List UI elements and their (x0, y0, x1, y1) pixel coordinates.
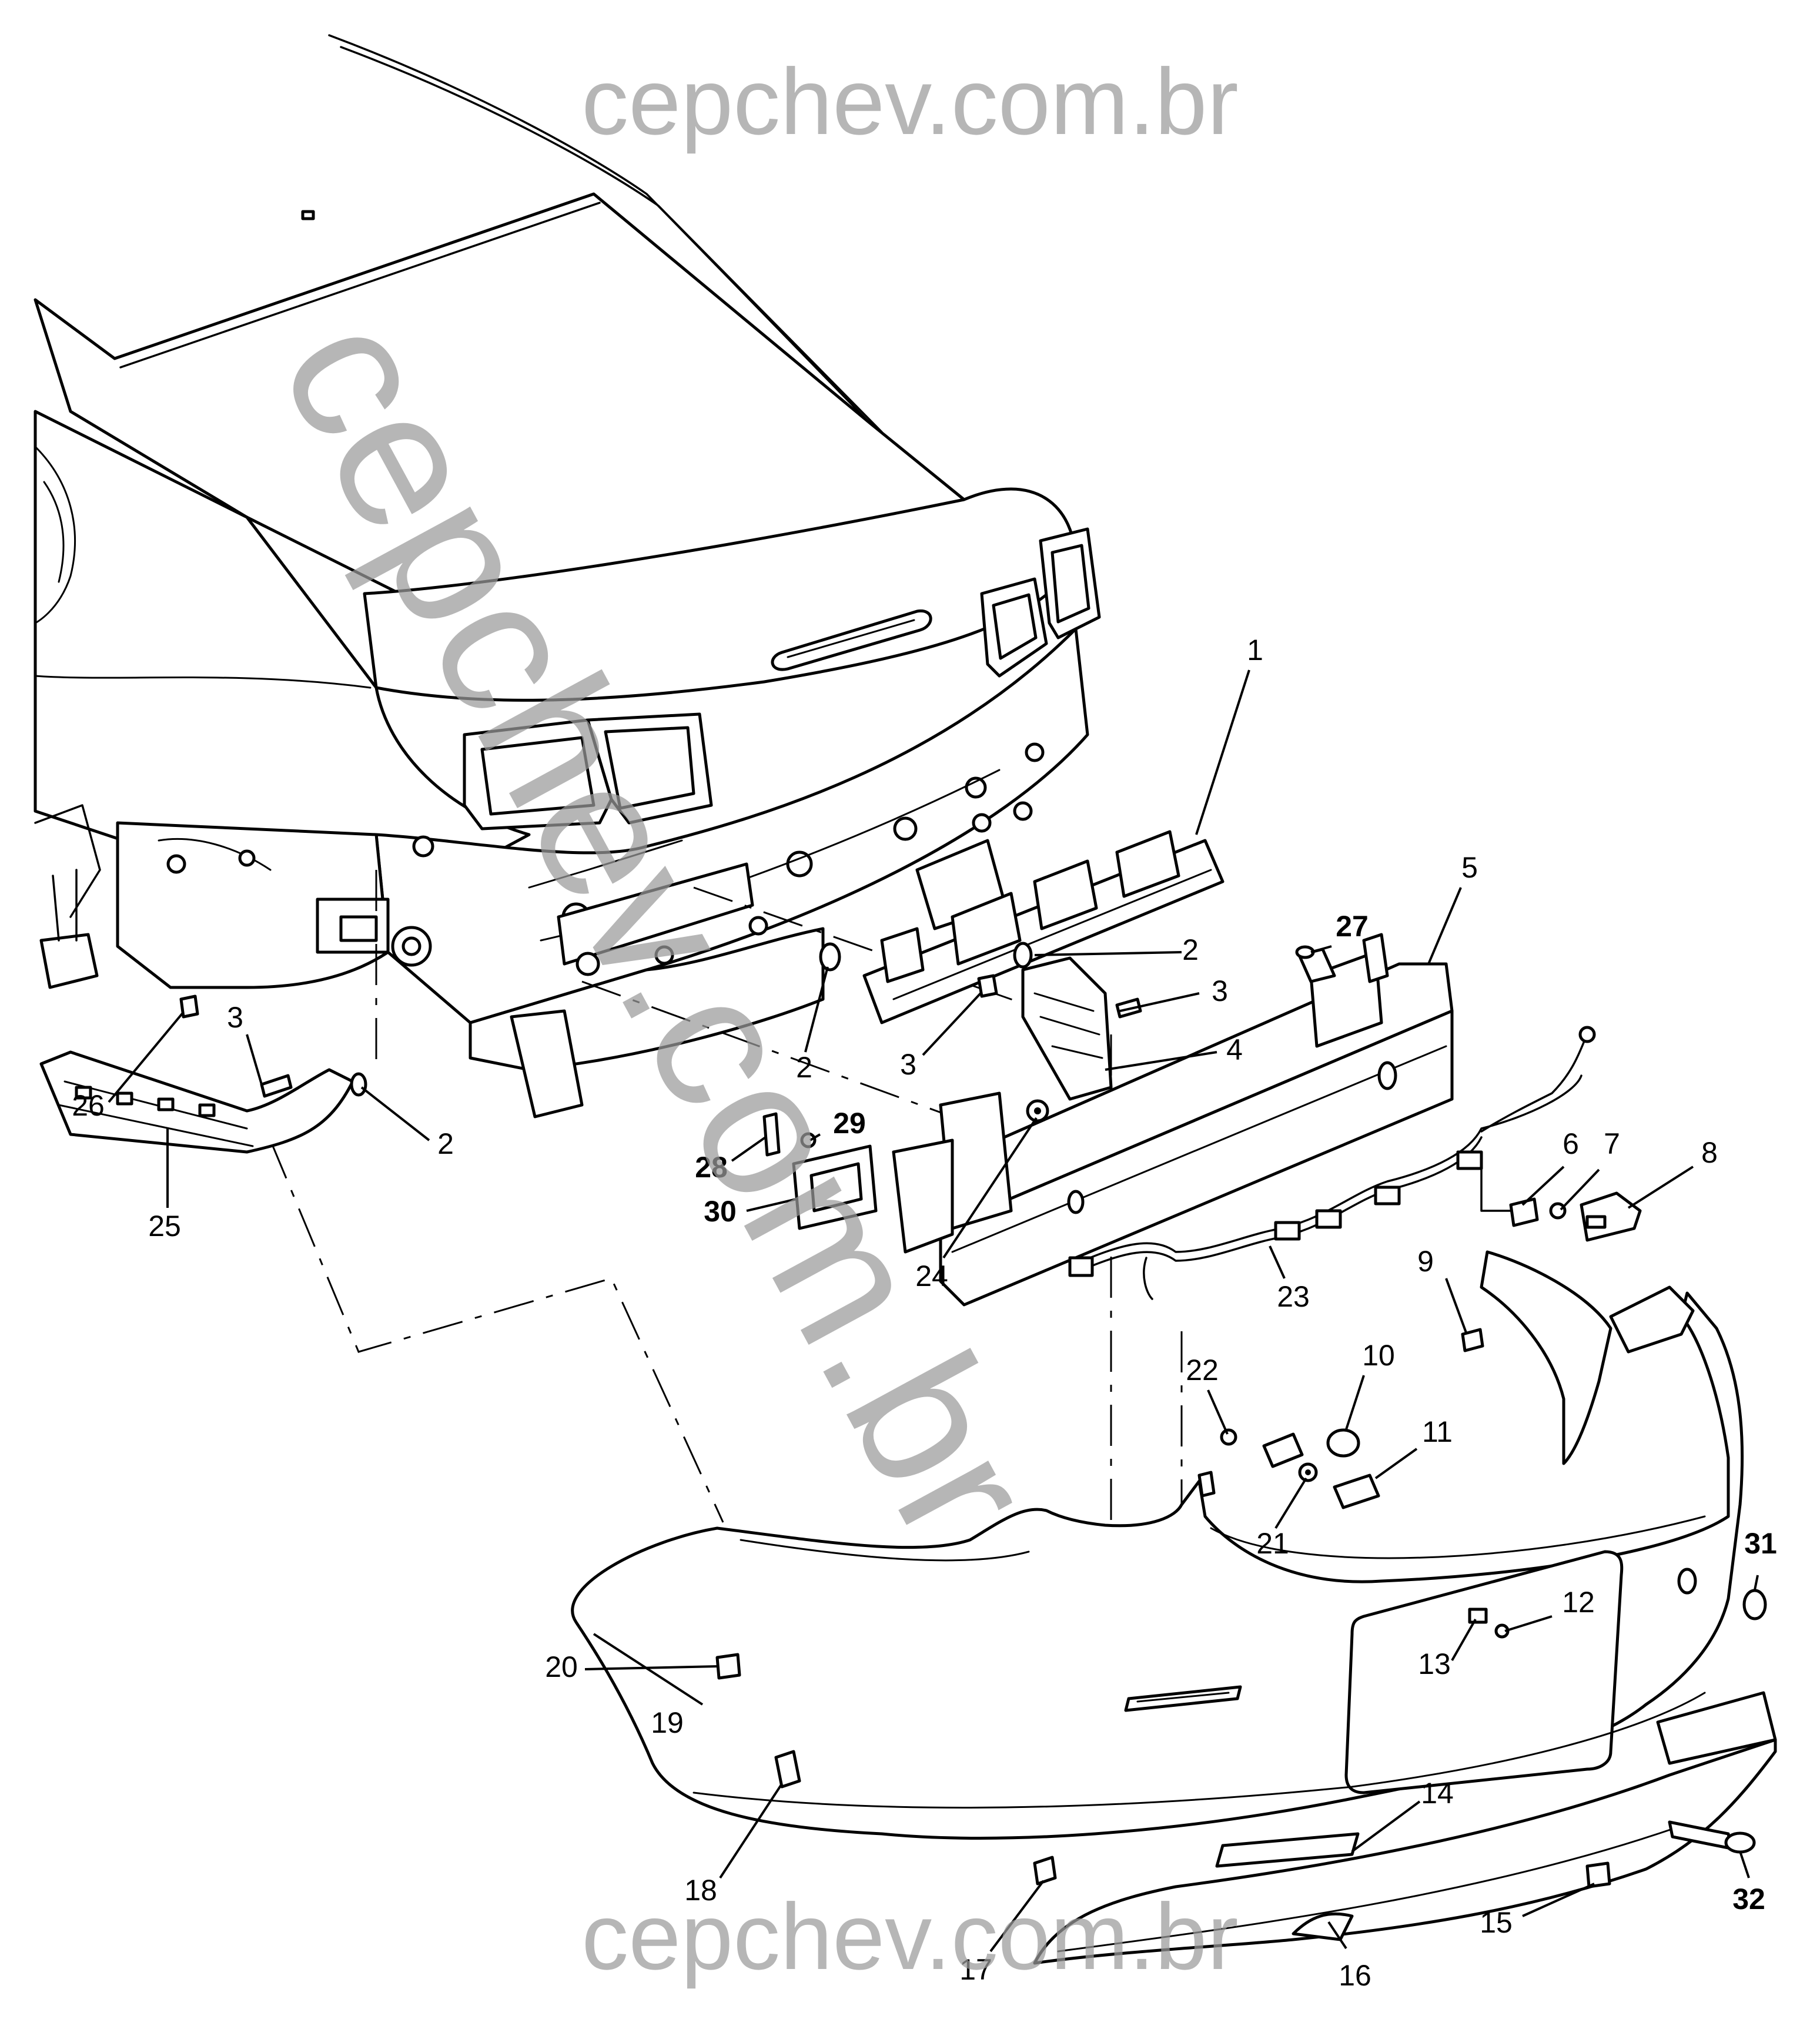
rear-body-panel (374, 627, 1089, 1024)
part-8-license-lamp (1580, 1191, 1642, 1242)
callout-2: 2 (796, 1051, 812, 1084)
part-23-wiring-harness (1068, 1026, 1596, 1300)
fastener-26 (179, 994, 199, 1019)
tail-lamp-right (980, 527, 1101, 678)
part-21-nut (1298, 1462, 1318, 1482)
part-28-clip (762, 1112, 781, 1157)
part-6-sensor (1480, 1168, 1539, 1227)
callout-21: 21 (1256, 1527, 1289, 1560)
part-15-bolt (1585, 1861, 1611, 1888)
callout-26: 26 (72, 1089, 105, 1122)
part-4-bumper-bracket (1021, 956, 1113, 1101)
part-7-retainer (1549, 1202, 1567, 1220)
fastener-9 (1461, 1328, 1484, 1352)
callout-7: 7 (1604, 1127, 1620, 1160)
callout-leaders (108, 669, 1759, 1953)
high-mount-stop-lamp (771, 609, 932, 671)
glass-divider (113, 193, 601, 369)
callout-25: 25 (148, 1210, 181, 1243)
crossmember-bracket-left (510, 1009, 584, 1119)
part-27-pin (1295, 945, 1336, 983)
watermark-top: cepchev.com.br (581, 49, 1239, 154)
part-22-nut (1220, 1428, 1304, 1468)
callout-2: 2 (1182, 933, 1199, 966)
callout-24: 24 (915, 1260, 948, 1292)
part-11-sensor-bracket (1333, 1474, 1380, 1509)
part-19-bumper-fascia (571, 1250, 1744, 1840)
part-18-bolt (774, 1750, 801, 1789)
callout-12: 12 (1562, 1586, 1595, 1619)
tail-lamp-left (463, 712, 713, 831)
callout-29: 29 (833, 1107, 866, 1140)
roof-edge (328, 34, 871, 424)
part-29-nut (800, 1132, 817, 1148)
antenna-mark (301, 210, 315, 220)
callout-20: 20 (545, 1650, 578, 1683)
vehicle-rear-body (34, 34, 1101, 1119)
callout-19: 19 (651, 1706, 684, 1739)
callout-17: 17 (959, 1953, 992, 1986)
watermark-bottom: cepchev.com.br (581, 1884, 1239, 1989)
fastener-nut-24 (1026, 1099, 1049, 1123)
callout-13: 13 (1418, 1647, 1451, 1680)
callout-22: 22 (1186, 1354, 1219, 1387)
callout-1: 1 (1247, 634, 1263, 667)
callout-31: 31 (1744, 1527, 1777, 1560)
part-25-bumper-side-bracket (39, 1050, 354, 1154)
part-31-plug (1742, 1589, 1767, 1620)
callout-labels: 1 2 2 2 3 3 3 4 5 6 7 8 9 10 11 12 13 14… (72, 634, 1777, 1992)
part-32-tow-eye (1668, 1820, 1756, 1854)
callout-9: 9 (1417, 1245, 1434, 1278)
callout-28: 28 (695, 1151, 728, 1184)
callout-16: 16 (1339, 1959, 1371, 1992)
roof-edge-inner (340, 46, 883, 433)
callout-30: 30 (704, 1195, 737, 1228)
callout-3: 3 (227, 1001, 243, 1034)
callout-15: 15 (1480, 1906, 1513, 1939)
callout-27: 27 (1336, 910, 1369, 943)
callout-32: 32 (1732, 1883, 1765, 1916)
license-recess-outline (557, 862, 754, 966)
callout-4: 4 (1226, 1033, 1243, 1066)
callout-18: 18 (684, 1874, 717, 1907)
part-13-bracket (1468, 1608, 1488, 1624)
part-5-impact-bar (892, 933, 1454, 1307)
callout-11: 11 (1422, 1415, 1453, 1448)
assembly-dash-lines (269, 870, 1183, 1523)
callout-5: 5 (1461, 851, 1478, 884)
part-14-reflector (1215, 1832, 1360, 1868)
callout-23: 23 (1277, 1280, 1310, 1313)
part-10-sensor (1326, 1428, 1360, 1458)
rear-suspension-left (34, 804, 101, 989)
part-1-energy-absorber-bracket (862, 830, 1225, 1024)
part-30-bracket (792, 1144, 878, 1230)
callout-6: 6 (1563, 1127, 1579, 1160)
license-plate-recess (1344, 1550, 1624, 1794)
part-17-bolt (1033, 1856, 1057, 1886)
quarter-panel-left (34, 410, 531, 919)
callout-3: 3 (1212, 975, 1228, 1007)
fastener-grommets-2 (350, 942, 1033, 1097)
callout-3: 3 (900, 1048, 916, 1081)
callout-10: 10 (1362, 1339, 1395, 1372)
part-20-bolt (715, 1653, 741, 1680)
callout-14: 14 (1421, 1777, 1454, 1810)
callout-8: 8 (1701, 1136, 1718, 1169)
callout-2: 2 (437, 1127, 454, 1160)
